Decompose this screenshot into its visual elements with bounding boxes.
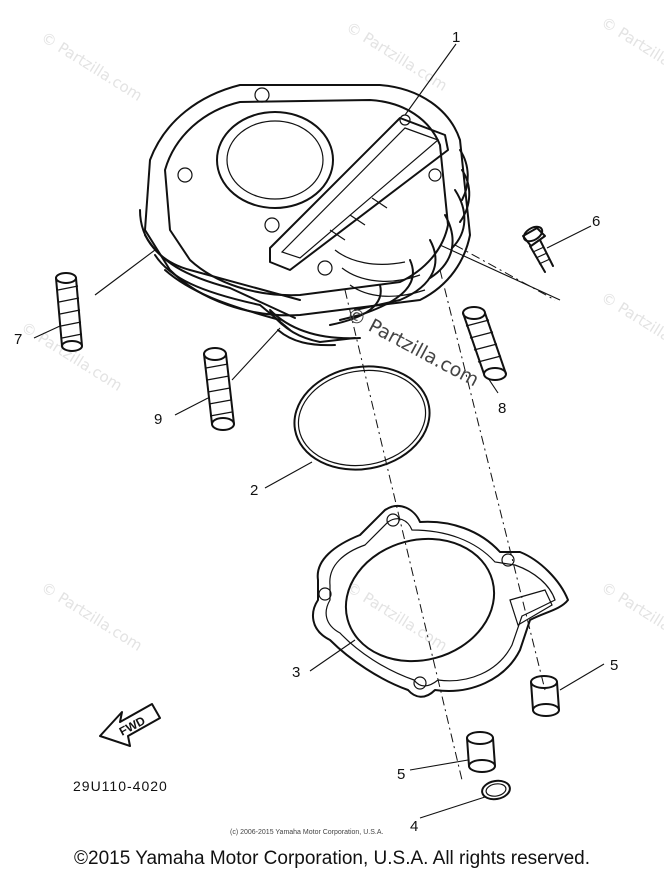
callout-8: 8 xyxy=(498,400,506,417)
watermark-text: © Partzilla.com xyxy=(598,288,664,365)
callout-5-right: 5 xyxy=(610,657,618,674)
small-copyright: (c) 2006-2015 Yamaha Motor Corporation, … xyxy=(230,829,383,836)
callout-numbers: 1 2 3 4 5 5 6 7 8 9 xyxy=(14,29,618,835)
watermark-text: © Partzilla.com xyxy=(38,578,146,655)
assembly-centerlines xyxy=(344,244,556,781)
watermark-text: © Partzilla.com xyxy=(598,13,664,90)
watermark-text: © Partzilla.com xyxy=(343,18,451,95)
footer-copyright: ©2015 Yamaha Motor Corporation, U.S.A. A… xyxy=(74,848,590,869)
callout-7: 7 xyxy=(14,331,22,348)
callout-5-left: 5 xyxy=(397,766,405,783)
diagram-code: 29U110-4020 xyxy=(73,778,168,794)
dowel-5-left xyxy=(466,731,496,773)
forward-arrow: FWD xyxy=(99,703,161,747)
watermark-text: © Partzilla.com xyxy=(38,28,146,105)
center-watermark: © Partzilla.com xyxy=(343,303,483,391)
leader-lines xyxy=(33,43,605,819)
dowel-5-right xyxy=(530,675,560,717)
callout-2: 2 xyxy=(250,482,258,499)
dowel-pin-7 xyxy=(55,272,83,352)
callout-3: 3 xyxy=(292,664,300,681)
watermark-text: © Partzilla.com xyxy=(343,578,451,655)
dowel-pin-8 xyxy=(462,306,507,381)
bolt-6 xyxy=(522,225,554,273)
callout-9: 9 xyxy=(154,411,162,428)
o-ring-2 xyxy=(293,365,431,471)
callout-1: 1 xyxy=(452,29,460,46)
small-o-ring-4 xyxy=(481,779,511,801)
watermark-text: © Partzilla.com xyxy=(598,578,664,655)
cylinder-gasket-3 xyxy=(312,504,569,698)
watermark-text: © Partzilla.com xyxy=(18,318,126,395)
callout-4: 4 xyxy=(410,818,418,835)
callout-6: 6 xyxy=(592,213,600,230)
cylinder-body xyxy=(139,84,471,347)
dowel-pin-9 xyxy=(203,347,235,431)
